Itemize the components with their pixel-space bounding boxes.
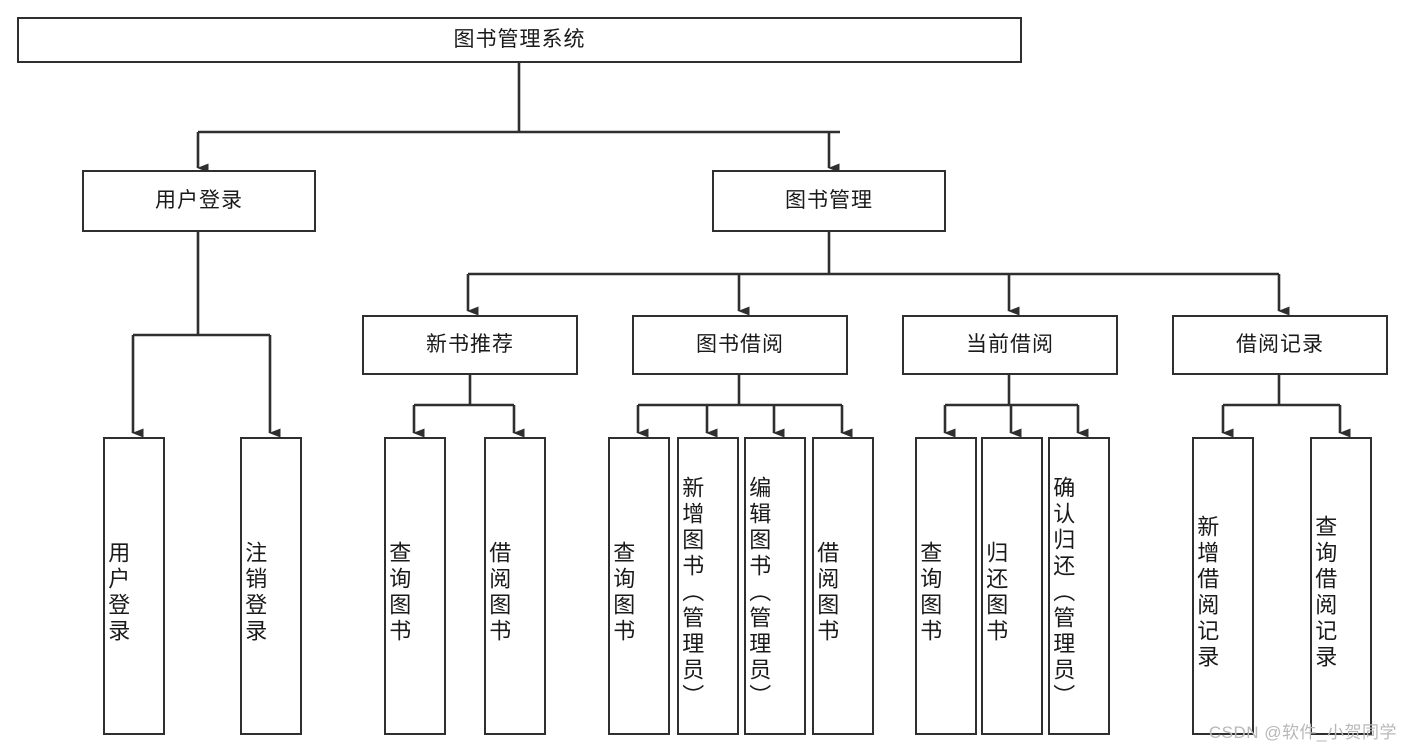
leaf-edit-book-admin[interactable]: 编辑图书（管理员）: [744, 437, 806, 735]
leaf-return-book[interactable]: 归还图书: [981, 437, 1043, 735]
leaf-query-borrow-record[interactable]: 查询借阅记录: [1310, 437, 1372, 735]
node-label: 新增借阅记录: [1194, 515, 1220, 671]
node-book-borrow[interactable]: 图书借阅: [632, 315, 848, 375]
node-root-book-management-system[interactable]: 图书管理系统: [17, 17, 1022, 63]
node-borrow-record[interactable]: 借阅记录: [1172, 315, 1388, 375]
watermark-text: CSDN @软件_小贺同学: [1208, 723, 1397, 742]
leaf-query-book-borrow[interactable]: 查询图书: [608, 437, 670, 735]
node-label: 注销登录: [242, 541, 268, 645]
leaf-query-book-current[interactable]: 查询图书: [915, 437, 977, 735]
leaf-add-borrow-record[interactable]: 新增借阅记录: [1192, 437, 1254, 735]
node-label: 新书推荐: [426, 333, 514, 357]
leaf-borrow-book[interactable]: 借阅图书: [812, 437, 874, 735]
node-label: 归还图书: [983, 541, 1009, 645]
node-new-book-recommend[interactable]: 新书推荐: [362, 315, 578, 375]
node-label: 图书管理: [785, 189, 873, 213]
node-label: 当前借阅: [966, 333, 1054, 357]
leaf-user-logout[interactable]: 注销登录: [240, 437, 302, 735]
node-label: 图书借阅: [696, 333, 784, 357]
node-label: 查询图书: [917, 541, 943, 645]
leaf-borrow-book-recommend[interactable]: 借阅图书: [484, 437, 546, 735]
node-user-login[interactable]: 用户登录: [82, 170, 316, 232]
node-label: 编辑图书（管理员）: [746, 476, 772, 710]
node-label: 查询图书: [610, 541, 636, 645]
node-label: 借阅记录: [1236, 333, 1324, 357]
node-current-borrow[interactable]: 当前借阅: [902, 315, 1118, 375]
node-label: 用户登录: [105, 541, 131, 645]
leaf-confirm-return-admin[interactable]: 确认归还（管理员）: [1048, 437, 1110, 735]
node-label: 确认归还（管理员）: [1050, 476, 1076, 710]
node-label: 新增图书（管理员）: [679, 476, 705, 710]
node-label: 用户登录: [155, 189, 243, 213]
leaf-add-book-admin[interactable]: 新增图书（管理员）: [677, 437, 739, 735]
node-book-management[interactable]: 图书管理: [712, 170, 946, 232]
node-label: 查询借阅记录: [1312, 515, 1338, 671]
node-label: 借阅图书: [486, 541, 512, 645]
node-label: 图书管理系统: [453, 28, 586, 52]
leaf-query-book-recommend[interactable]: 查询图书: [384, 437, 446, 735]
node-label: 借阅图书: [814, 541, 840, 645]
leaf-user-login[interactable]: 用户登录: [103, 437, 165, 735]
node-label: 查询图书: [386, 541, 412, 645]
